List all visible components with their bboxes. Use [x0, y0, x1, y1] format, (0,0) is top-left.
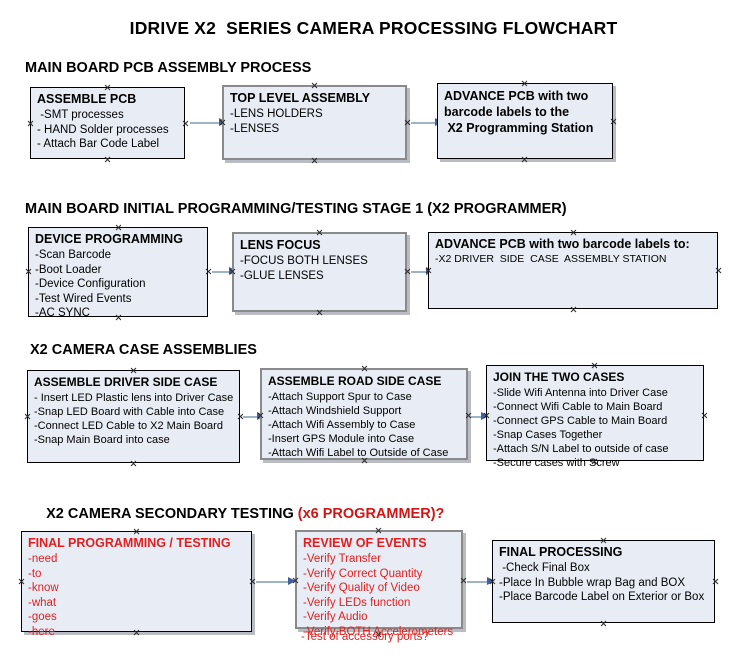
box-advance-pcb-programming-station[interactable]: ADVANCE PCB with two barcode labels to t… [437, 83, 613, 159]
box-line: -Place In Bubble wrap Bag and BOX [499, 576, 686, 589]
arrow-roadside-to-join [471, 412, 489, 421]
box-assemble-driver-side-case[interactable]: ASSEMBLE DRIVER SIDE CASE - Insert LED P… [27, 370, 240, 463]
box-title: DEVICE PROGRAMMING [35, 232, 183, 246]
box-line: -Verify BOTH Accelerometers [303, 625, 454, 638]
box-line: barcode labels to the [444, 105, 570, 119]
box-title: ADVANCE PCB with two barcode labels to: [435, 237, 690, 251]
box-line: -Place Barcode Label on Exterior or Box [499, 591, 705, 603]
box-title: JOIN THE TWO CASES [493, 370, 625, 384]
box-line: -goes [28, 611, 57, 623]
box-line: -Attach S/N Label to outside of case [493, 443, 669, 455]
box-line: -Connect Wifi Cable to Main Board [493, 401, 663, 413]
box-line: -Check Final Box [499, 562, 590, 574]
box-line: -Snap LED Board with Cable into Case [34, 406, 225, 418]
box-assemble-pcb[interactable]: ASSEMBLE PCB -SMT processes - HAND Solde… [30, 87, 185, 159]
box-line: -Verify LEDs function [303, 596, 411, 609]
box-review-overflow-line: -Test of accessory ports? [301, 631, 429, 643]
box-device-programming[interactable]: DEVICE PROGRAMMING -Scan Barcode -Boot L… [28, 227, 208, 319]
box-line: -Device Configuration [35, 278, 146, 290]
box-title: FINAL PROCESSING [499, 545, 623, 559]
box-line: -need [28, 553, 58, 565]
box-title: ASSEMBLE DRIVER SIDE CASE [34, 375, 218, 389]
box-line: -Snap Main Board into case [34, 434, 170, 446]
box-line: -Insert GPS Module into Case [268, 433, 415, 445]
box-line: -Snap Cases Together [493, 429, 603, 441]
arrow-finalprog-to-review [256, 577, 296, 586]
box-line: -here [28, 625, 55, 638]
box-line: -Attach Wifi Assembly to Case [268, 419, 416, 431]
box-title: LENS FOCUS [240, 238, 321, 252]
box-line: -Verify Transfer [303, 553, 381, 565]
box-line: X2 Programming Station [444, 121, 594, 135]
box-final-processing[interactable]: FINAL PROCESSING -Check Final Box -Place… [492, 540, 715, 623]
box-top-level-assembly[interactable]: TOP LEVEL ASSEMBLY -LENS HOLDERS -LENSES [222, 85, 407, 160]
box-line: - Attach Bar Code Label [37, 138, 160, 150]
section-heading-4-main: X2 CAMERA SECONDARY TESTING [46, 506, 298, 522]
box-line: -X2 DRIVER SIDE CASE ASSEMBLY STATION [435, 253, 667, 265]
box-title: TOP LEVEL ASSEMBLY [230, 91, 371, 105]
box-title: REVIEW OF EVENTS [303, 536, 427, 550]
box-line: -Verify Audio [303, 611, 368, 623]
box-line: ADVANCE PCB with two [444, 89, 589, 103]
box-title: FINAL PROGRAMMING / TESTING [28, 536, 231, 550]
box-line: -Connect LED Cable to X2 Main Board [34, 420, 223, 432]
box-line: - Insert LED Plastic lens into Driver Ca… [34, 392, 234, 404]
section-heading-4: X2 CAMERA SECONDARY TESTING (x6 PROGRAMM… [30, 490, 444, 538]
box-line: -Attach Support Spur to Case [268, 391, 412, 403]
box-line: -Scan Barcode [35, 249, 112, 261]
box-line: -to [28, 567, 42, 580]
box-line: - HAND Solder processes [37, 123, 169, 136]
box-line: -know [28, 582, 59, 594]
section-heading-3: X2 CAMERA CASE ASSEMBLIES [30, 342, 257, 358]
box-line: -FOCUS BOTH LENSES [240, 255, 368, 267]
box-line: -Connect GPS Cable to Main Board [493, 415, 668, 427]
arrow-review-to-finalprocessing [467, 577, 495, 586]
box-line: -Verify Quality of Video [303, 582, 420, 594]
box-line: -Secure cases with Screw [493, 457, 620, 469]
box-review-of-events[interactable]: REVIEW OF EVENTS -Verify Transfer -Verif… [295, 530, 463, 638]
box-line: -LENSES [230, 122, 280, 135]
box-title: ASSEMBLE PCB [37, 92, 137, 106]
box-final-programming-testing[interactable]: FINAL PROGRAMMING / TESTING -need -to -k… [21, 531, 252, 638]
box-line: -Attach Wifi Label to Outside of Case [268, 447, 449, 459]
box-lens-focus[interactable]: LENS FOCUS -FOCUS BOTH LENSES -GLUE LENS… [232, 232, 407, 312]
box-join-the-two-cases[interactable]: JOIN THE TWO CASES -Slide Wifi Antenna i… [486, 365, 704, 469]
section-heading-2: MAIN BOARD INITIAL PROGRAMMING/TESTING S… [25, 201, 567, 217]
box-line: -Verify Correct Quantity [303, 567, 423, 580]
box-title: ASSEMBLE ROAD SIDE CASE [268, 374, 442, 388]
box-line: -Boot Loader [35, 263, 102, 276]
page-title: IDRIVE X2 SERIES CAMERA PROCESSING FLOWC… [129, 18, 618, 38]
box-line: -Attach Windshield Support [268, 405, 402, 417]
section-heading-1: MAIN BOARD PCB ASSEMBLY PROCESS [25, 60, 312, 76]
box-line: -SMT processes [37, 109, 124, 121]
section-heading-4-accent: (x6 PROGRAMMER)? [297, 506, 445, 522]
box-line: -Slide Wifi Antenna into Driver Case [493, 387, 668, 399]
box-line: -AC SYNC [35, 307, 90, 319]
box-advance-pcb-driver-side[interactable]: ADVANCE PCB with two barcode labels to: … [428, 232, 718, 309]
box-line: -GLUE LENSES [240, 269, 324, 282]
box-line: -what [28, 596, 57, 609]
box-assemble-road-side-case[interactable]: ASSEMBLE ROAD SIDE CASE -Attach Support … [260, 368, 468, 460]
box-line: -Test Wired Events [35, 292, 132, 305]
box-line: -LENS HOLDERS [230, 108, 323, 120]
